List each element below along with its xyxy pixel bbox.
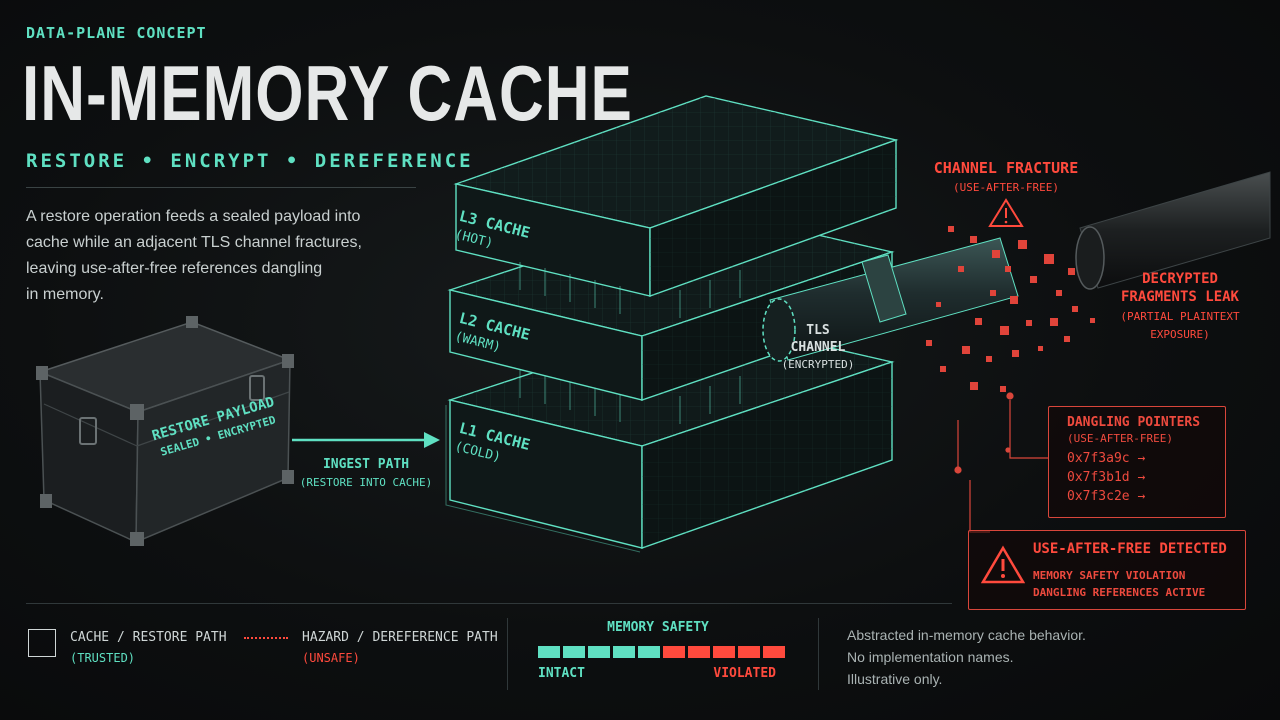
trusted-path-swatch xyxy=(28,629,56,657)
pointer-item: 0x7f3c2e → xyxy=(1067,487,1225,506)
meter-segment-violated xyxy=(763,646,785,658)
description: A restore operation feeds a sealed paylo… xyxy=(26,204,406,308)
tls-line: TLS xyxy=(806,323,830,338)
tls-line: CHANNEL xyxy=(790,340,846,355)
footnote-line: Abstracted in-memory cache behavior. xyxy=(847,627,1086,643)
meter-segment-violated xyxy=(688,646,710,658)
pointer-list: 0x7f3a9c → 0x7f3b1d → 0x7f3c2e → xyxy=(1067,449,1225,506)
meter-segment-intact xyxy=(538,646,560,658)
cache-stack xyxy=(445,95,899,553)
description-line: in memory. xyxy=(26,286,104,303)
fracture-title: CHANNEL FRACTURE xyxy=(933,159,1079,177)
dangling-title: DANGLING POINTERS xyxy=(1067,415,1201,430)
pointer-address: 0x7f3a9c xyxy=(1067,451,1130,466)
legend-unsafe: HAZARD / DEREFERENCE PATH (UNSAFE) xyxy=(302,628,498,668)
tls-channel-label: TLS CHANNEL (ENCRYPTED) xyxy=(768,322,868,373)
page-subtitle: RESTORE • ENCRYPT • DEREFERENCE xyxy=(26,150,474,172)
fragments-leak-label: DECRYPTED FRAGMENTS LEAK (PARTIAL PLAINT… xyxy=(1110,270,1250,344)
ingest-path-label: INGEST PATH (RESTORE INTO CACHE) xyxy=(296,456,436,492)
hazard-connectors xyxy=(954,392,1048,533)
channel-fracture-label: CHANNEL FRACTURE (USE-AFTER-FREE) xyxy=(916,158,1096,198)
arrow-right-icon: → xyxy=(1137,470,1146,485)
meter-segment-intact xyxy=(638,646,660,658)
description-line: cache while an adjacent TLS channel frac… xyxy=(26,234,362,251)
meter-left-label: INTACT xyxy=(538,666,585,681)
meter-segment-intact xyxy=(613,646,635,658)
ingest-arrow xyxy=(292,432,440,448)
tls-sub: (ENCRYPTED) xyxy=(781,358,855,371)
meter-segment-violated xyxy=(738,646,760,658)
leak-sub: EXPOSURE) xyxy=(1150,328,1210,341)
hazard-path-swatch xyxy=(244,637,288,639)
meter-segment-violated xyxy=(663,646,685,658)
footer-divider xyxy=(26,603,952,604)
legend-unsafe-label: HAZARD / DEREFERENCE PATH xyxy=(302,630,498,645)
leak-line: FRAGMENTS LEAK xyxy=(1120,289,1239,305)
leak-sub: (PARTIAL PLAINTEXT xyxy=(1120,310,1240,323)
alert-line: MEMORY SAFETY VIOLATION xyxy=(1033,569,1186,582)
ingest-title: INGEST PATH xyxy=(322,457,410,472)
description-line: A restore operation feeds a sealed paylo… xyxy=(26,208,361,225)
dangling-sub: (USE-AFTER-FREE) xyxy=(1067,432,1173,445)
restore-payload-crate xyxy=(36,316,294,546)
legend-trusted-label: CACHE / RESTORE PATH xyxy=(70,630,227,645)
footnote-line: Illustrative only. xyxy=(847,671,943,687)
uaf-alert-panel: USE-AFTER-FREE DETECTED MEMORY SAFETY VI… xyxy=(968,530,1246,610)
description-line: leaving use-after-free references dangli… xyxy=(26,260,323,277)
fracture-sub: (USE-AFTER-FREE) xyxy=(953,181,1059,194)
dangling-pointers-panel: DANGLING POINTERS (USE-AFTER-FREE) 0x7f3… xyxy=(1048,406,1226,518)
pointer-address: 0x7f3c2e xyxy=(1067,489,1130,504)
ingest-sub: (RESTORE INTO CACHE) xyxy=(299,476,433,489)
memory-safety-title: MEMORY SAFETY xyxy=(607,620,709,635)
eyebrow-label: DATA-PLANE CONCEPT xyxy=(26,24,207,42)
legend-trusted-sub: (TRUSTED) xyxy=(70,651,136,665)
arrow-right-icon: → xyxy=(1137,489,1146,504)
alert-details: MEMORY SAFETY VIOLATION DANGLING REFEREN… xyxy=(1033,567,1205,601)
memory-safety-meter xyxy=(538,643,788,662)
arrow-right-icon: → xyxy=(1137,451,1146,466)
leak-line: DECRYPTED xyxy=(1142,271,1218,287)
legend-unsafe-sub: (UNSAFE) xyxy=(302,651,360,665)
crate-latch-icon xyxy=(79,417,97,445)
tls-channel-pipe xyxy=(762,171,1271,362)
meter-segment-intact xyxy=(588,646,610,658)
pointer-item: 0x7f3a9c → xyxy=(1067,449,1225,468)
footnote-line: No implementation names. xyxy=(847,649,1014,665)
footer-separator xyxy=(818,618,819,690)
meter-segment-violated xyxy=(713,646,735,658)
page-title: IN-MEMORY CACHE xyxy=(22,51,633,138)
footnote: Abstracted in-memory cache behavior. No … xyxy=(847,624,1086,690)
fracture-warning-icon xyxy=(988,198,1024,227)
crate-latch-icon xyxy=(249,375,265,401)
alert-line: DANGLING REFERENCES ACTIVE xyxy=(1033,586,1206,599)
warning-triangle-icon xyxy=(981,545,1025,584)
cache-layer-l3 xyxy=(453,95,899,297)
pointer-address: 0x7f3b1d xyxy=(1067,470,1130,485)
decrypted-fragments xyxy=(926,226,1095,392)
layer-connectors xyxy=(519,262,741,424)
meter-right-label: VIOLATED xyxy=(713,666,776,681)
alert-title: USE-AFTER-FREE DETECTED xyxy=(1033,541,1227,557)
footer-separator xyxy=(507,618,508,690)
header-divider xyxy=(26,187,416,188)
meter-segment-intact xyxy=(563,646,585,658)
pointer-item: 0x7f3b1d → xyxy=(1067,468,1225,487)
legend-trusted: CACHE / RESTORE PATH (TRUSTED) xyxy=(70,628,227,668)
